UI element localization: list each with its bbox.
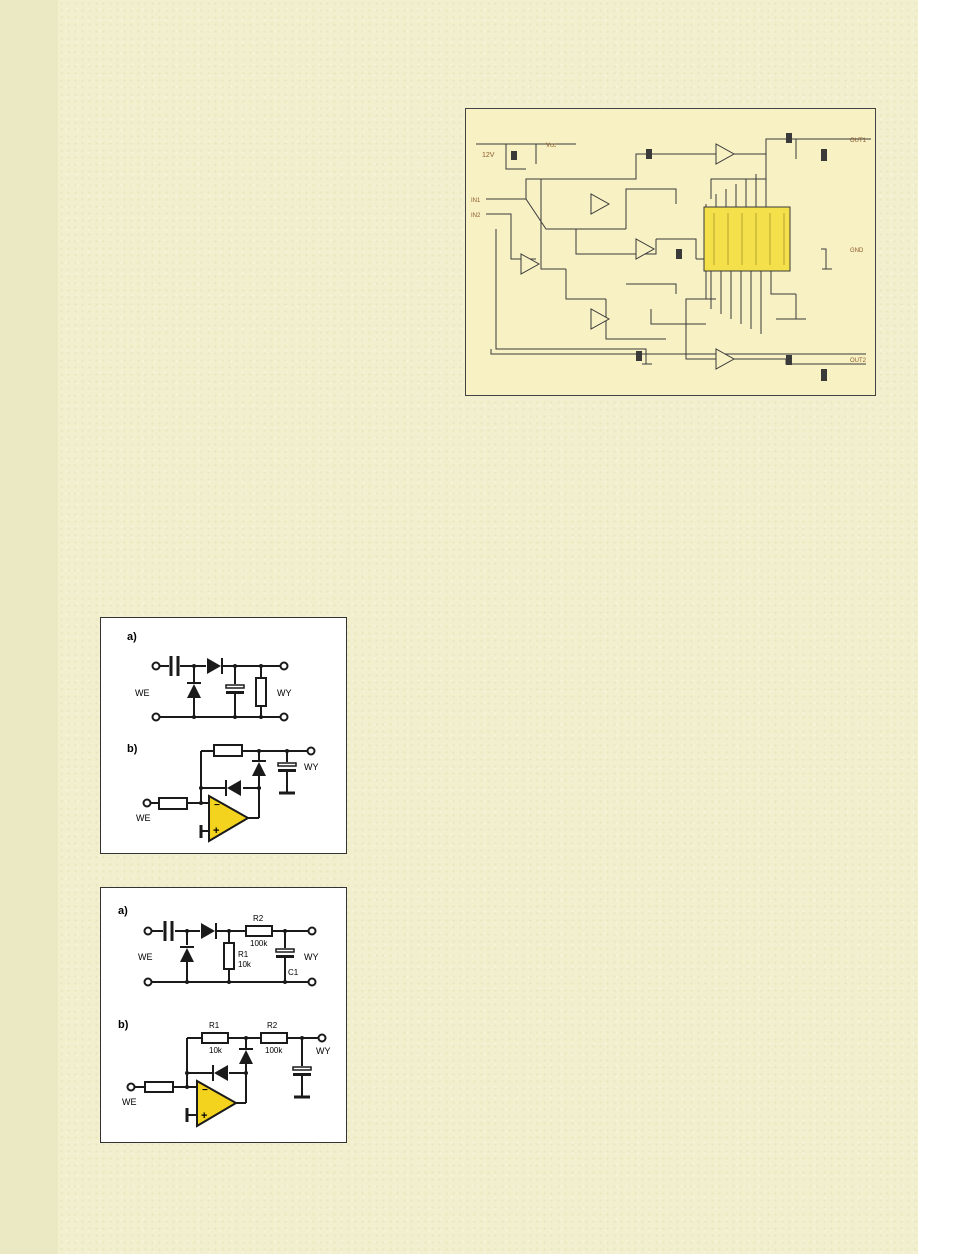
fig2-a-r1-value: 10k: [238, 960, 252, 969]
fig2-b-input-label: WE: [122, 1097, 137, 1107]
fig1-b-label: b): [127, 743, 138, 755]
ic-chip: [703, 206, 791, 272]
fig2-b-r2-value: 100k: [265, 1046, 283, 1055]
fig2-a-r1-name: R1: [238, 950, 249, 959]
right-margin: [918, 0, 977, 1254]
rectifier-diagram-1: a) WE WY b): [127, 631, 319, 843]
fig2-a-input-label: WE: [138, 952, 153, 962]
fig1-a-output-label: WY: [277, 688, 292, 698]
rectifier-diagram-2: a): [118, 905, 331, 1128]
input2-label: IN2: [471, 213, 481, 219]
output1-label: OUT1: [850, 138, 867, 144]
vcc-label: Vcc: [546, 143, 556, 149]
output2-label: OUT2: [850, 358, 867, 364]
fig2-a-output-label: WY: [304, 952, 319, 962]
left-margin: [0, 0, 58, 1254]
fig2-b-r1-value: 10k: [209, 1046, 223, 1055]
fig2-a-r2-name: R2: [253, 914, 264, 923]
fig2-a-r2-value: 100k: [250, 939, 268, 948]
svg-text:−: −: [214, 800, 220, 811]
fig1-a-input-label: WE: [135, 688, 150, 698]
capacitor-icon: [225, 684, 245, 689]
fig1-b-output-label: WY: [304, 762, 319, 772]
svg-text:−: −: [202, 1085, 208, 1096]
input1-label: IN1: [471, 198, 481, 204]
rectifier-figure-2: a): [100, 887, 347, 1143]
fig2-a-label: a): [118, 905, 128, 917]
fig1-opamp-icon: [208, 794, 251, 843]
fig2-a-c1-name: C1: [288, 968, 299, 977]
resistor-icon: [255, 677, 267, 707]
circuit-schematic-figure: 12V Vcc IN1 IN2 OUT1 OUT2 GND: [465, 108, 876, 396]
svg-text:+: +: [201, 1110, 207, 1122]
fig1-b-input-label: WE: [136, 813, 151, 823]
fig2-b-r1-name: R1: [209, 1021, 220, 1030]
fig2-opamp-icon: [196, 1079, 239, 1128]
fig2-b-label: b): [118, 1019, 129, 1031]
fig2-b-output-label: WY: [316, 1046, 331, 1056]
rectifier-figure-1: a) WE WY b): [100, 617, 347, 854]
fig2-b-r2-name: R2: [267, 1021, 278, 1030]
circuit-schematic: 12V Vcc IN1 IN2 OUT1 OUT2 GND: [471, 133, 871, 381]
svg-text:+: +: [213, 825, 219, 837]
shunt-diode-icon: [187, 684, 201, 698]
fig1-a-label: a): [127, 631, 137, 643]
series-diode-icon: [207, 658, 221, 674]
supply-label: 12V: [482, 152, 495, 159]
gnd-label: GND: [850, 248, 864, 254]
